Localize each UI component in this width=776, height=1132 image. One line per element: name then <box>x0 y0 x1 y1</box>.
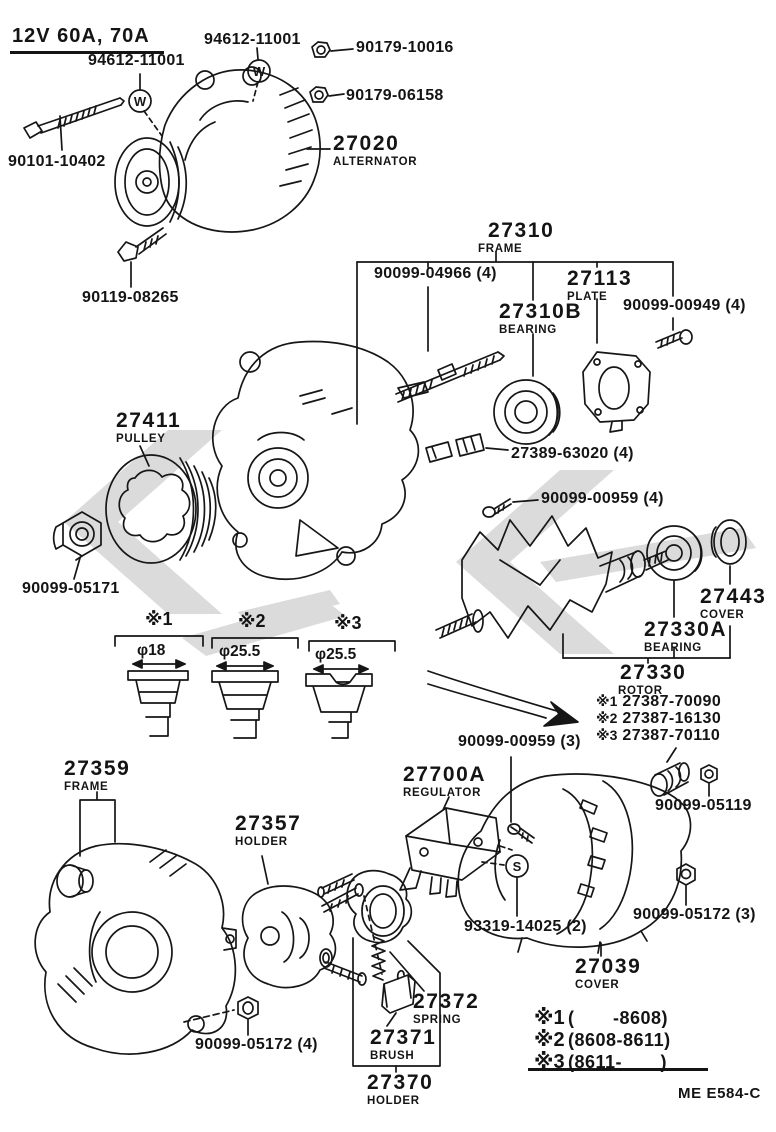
nut-90179-06158-icon <box>309 86 345 103</box>
label-spring: 27372 SPRING <box>413 990 480 1026</box>
plate-screw-drawing <box>655 329 693 349</box>
label-washer-bolt-top: 94612-11001 <box>204 31 301 48</box>
label-brush-holder: 27357 HOLDER <box>235 812 302 848</box>
adjust-bolt-drawing <box>117 227 167 288</box>
rotor-variant-row: ※1 27387-70090 <box>596 693 722 710</box>
frame-screw-drawing <box>482 498 539 518</box>
stud-bolt-drawing <box>395 351 505 403</box>
label-front-frame: 27310 FRAME <box>478 219 555 255</box>
brush-holder-drawing <box>241 855 367 989</box>
screw-symbol-s: S <box>513 859 522 874</box>
label-rear-frame: 27359 FRAME <box>64 757 131 793</box>
terminal-set-drawing <box>425 433 509 463</box>
label-adjust-bolt: 90119-08265 <box>82 289 179 306</box>
nut-90179-10016-icon <box>311 41 354 58</box>
cover-nut-left-drawing <box>183 996 259 1036</box>
label-frame-screw: 90099-00959 (4) <box>541 490 664 507</box>
label-terminal-set: 27389-63020 (4) <box>511 445 634 462</box>
production-range-row: ※3 (8611- ) <box>534 1051 668 1073</box>
direction-arrow <box>427 670 579 727</box>
screw-symbol-group <box>481 854 529 917</box>
pulley-drawing <box>105 445 217 564</box>
pulley-nut-drawing <box>52 511 102 580</box>
label-nut-terminal: 90179-06158 <box>346 87 444 104</box>
rotor-variant-list: ※1 27387-70090 ※2 27387-16130 ※3 27387-7… <box>596 693 721 744</box>
label-bearing-cover: 27443 COVER <box>700 585 767 621</box>
insert-diameter-3: φ25.5 <box>315 646 357 663</box>
production-range-row: ※1 ( -8608) <box>534 1007 669 1029</box>
label-brush: 27371 BRUSH <box>370 1026 437 1062</box>
label-pulley: 27411 PULLEY <box>116 409 182 445</box>
regulator-drawing <box>399 796 513 898</box>
label-stud-bolt: 90099-04966 (4) <box>374 265 497 282</box>
insert-diameter-2: φ25.5 <box>219 643 261 660</box>
label-plate: 27113 PLATE <box>567 267 633 303</box>
label-regulator-screw: 90099-00959 (3) <box>458 733 581 750</box>
rotor-variant-row: ※3 27387-70110 <box>596 727 721 744</box>
label-front-bearing: 27310B BEARING <box>499 300 583 336</box>
label-pulley-nut: 90099-05171 <box>22 580 120 597</box>
front-frame-bracket <box>356 251 674 425</box>
brush-assembly-drawing <box>317 869 441 1073</box>
label-nut-small: 90179-10016 <box>356 39 454 56</box>
rotor-bracket <box>562 565 731 763</box>
production-range-table: ※1 ( -8608) ※2 (8608-8611) ※3 (8611- ) <box>534 1007 671 1074</box>
washer-symbol-w-top: W <box>253 64 266 79</box>
spec-title: 12V 60A, 70A <box>10 25 164 54</box>
plate-drawing <box>582 351 651 433</box>
rear-cover-drawing <box>457 773 692 957</box>
front-bearing-drawing <box>493 379 561 445</box>
label-alternator: 27020 ALTERNATOR <box>333 132 418 168</box>
label-washer-bolt-left: 94612-11001 <box>88 52 185 69</box>
rear-bearing-drawing <box>646 525 703 581</box>
cover-nut-right-drawing <box>676 863 696 906</box>
rear-frame-drawing <box>34 791 237 1055</box>
label-plate-screw: 90099-00949 (4) <box>623 297 746 314</box>
label-holder: 27370 HOLDER <box>367 1071 434 1107</box>
watermark <box>64 430 756 656</box>
through-bolt-drawing <box>23 97 125 151</box>
rotor-drawing <box>435 515 669 639</box>
washer-symbol-w-left: W <box>134 94 147 109</box>
insert-mark-2: ※2 <box>238 611 266 631</box>
alternator-drawing <box>114 66 321 233</box>
label-rear-cover: 27039 COVER <box>575 955 642 991</box>
washer-bolt-icons <box>128 47 271 137</box>
slip-ring-cap-drawing <box>650 762 718 797</box>
insert-mark-1: ※1 <box>145 609 173 629</box>
label-plug: 90099-05119 <box>655 797 752 814</box>
regulator-screw-drawing <box>507 756 535 844</box>
table-underline <box>528 1068 708 1071</box>
label-regulator: 27700A REGULATOR <box>403 763 487 799</box>
label-rear-bearing: 27330A BEARING <box>644 618 728 654</box>
front-frame-drawing <box>212 340 420 580</box>
label-rotor: 27330 ROTOR <box>618 661 687 697</box>
insert-profiles-drawing <box>114 635 396 739</box>
production-range-row: ※2 (8608-8611) <box>534 1029 671 1051</box>
label-holder-screw: 93319-14025 (2) <box>464 918 587 935</box>
label-cover-nut-left: 90099-05172 (4) <box>195 1036 318 1053</box>
label-cover-nut-right: 90099-05172 (3) <box>633 906 756 923</box>
insert-mark-3: ※3 <box>334 613 362 633</box>
insert-diameter-1: φ18 <box>137 642 166 659</box>
rotor-variant-row: ※2 27387-16130 <box>596 710 722 727</box>
label-through-bolt: 90101-10402 <box>8 153 106 170</box>
figure-code: ME E584-C <box>678 1085 761 1102</box>
bearing-cover-drawing <box>710 519 747 565</box>
